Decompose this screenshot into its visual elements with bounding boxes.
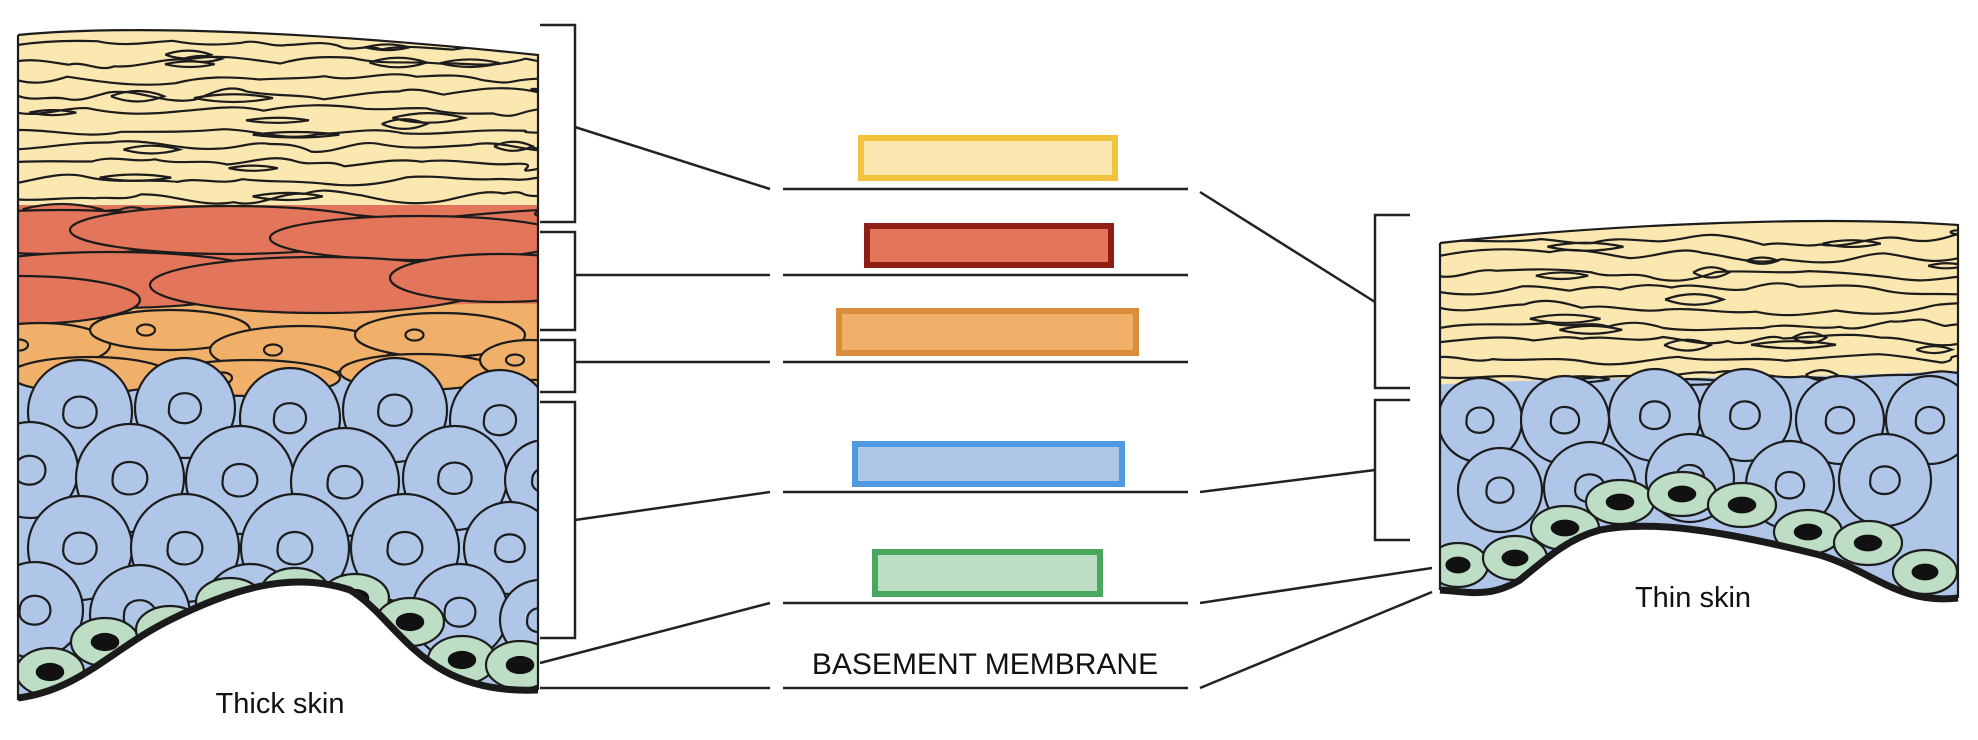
thick-basement-membrane-line	[17, 578, 539, 702]
leader-lines	[539, 125, 1433, 690]
thin-basement-membrane-line	[1439, 522, 1959, 603]
thin-skin-caption: Thin skin	[1635, 582, 1751, 614]
thin-skin-outline	[1439, 219, 1960, 598]
label-box-stratum-spinosum[interactable]	[852, 441, 1125, 487]
blank-label-boxes	[836, 135, 1139, 597]
basement-membrane-label: BASEMENT MEMBRANE	[812, 648, 1158, 681]
thin-skin-brackets	[1373, 213, 1410, 542]
label-box-stratum-basale[interactable]	[872, 549, 1103, 597]
label-box-stratum-granulosum[interactable]	[836, 308, 1139, 356]
label-underlines	[783, 187, 1188, 690]
thin-stratum-corneum	[1440, 221, 1958, 400]
label-box-stratum-corneum[interactable]	[858, 135, 1118, 181]
thick-skin-illustration	[16, 29, 540, 702]
thick-skin-caption: Thick skin	[216, 688, 345, 720]
thin-spinosum-cells	[1440, 367, 1958, 536]
thick-skin-brackets	[540, 23, 577, 640]
thin-skin-illustration	[1438, 219, 1960, 603]
thick-lucidum-cells	[18, 204, 538, 326]
thick-skin-outline	[17, 29, 540, 690]
thin-corneum-squames	[1440, 229, 1958, 386]
label-box-stratum-lucidum[interactable]	[864, 223, 1114, 268]
